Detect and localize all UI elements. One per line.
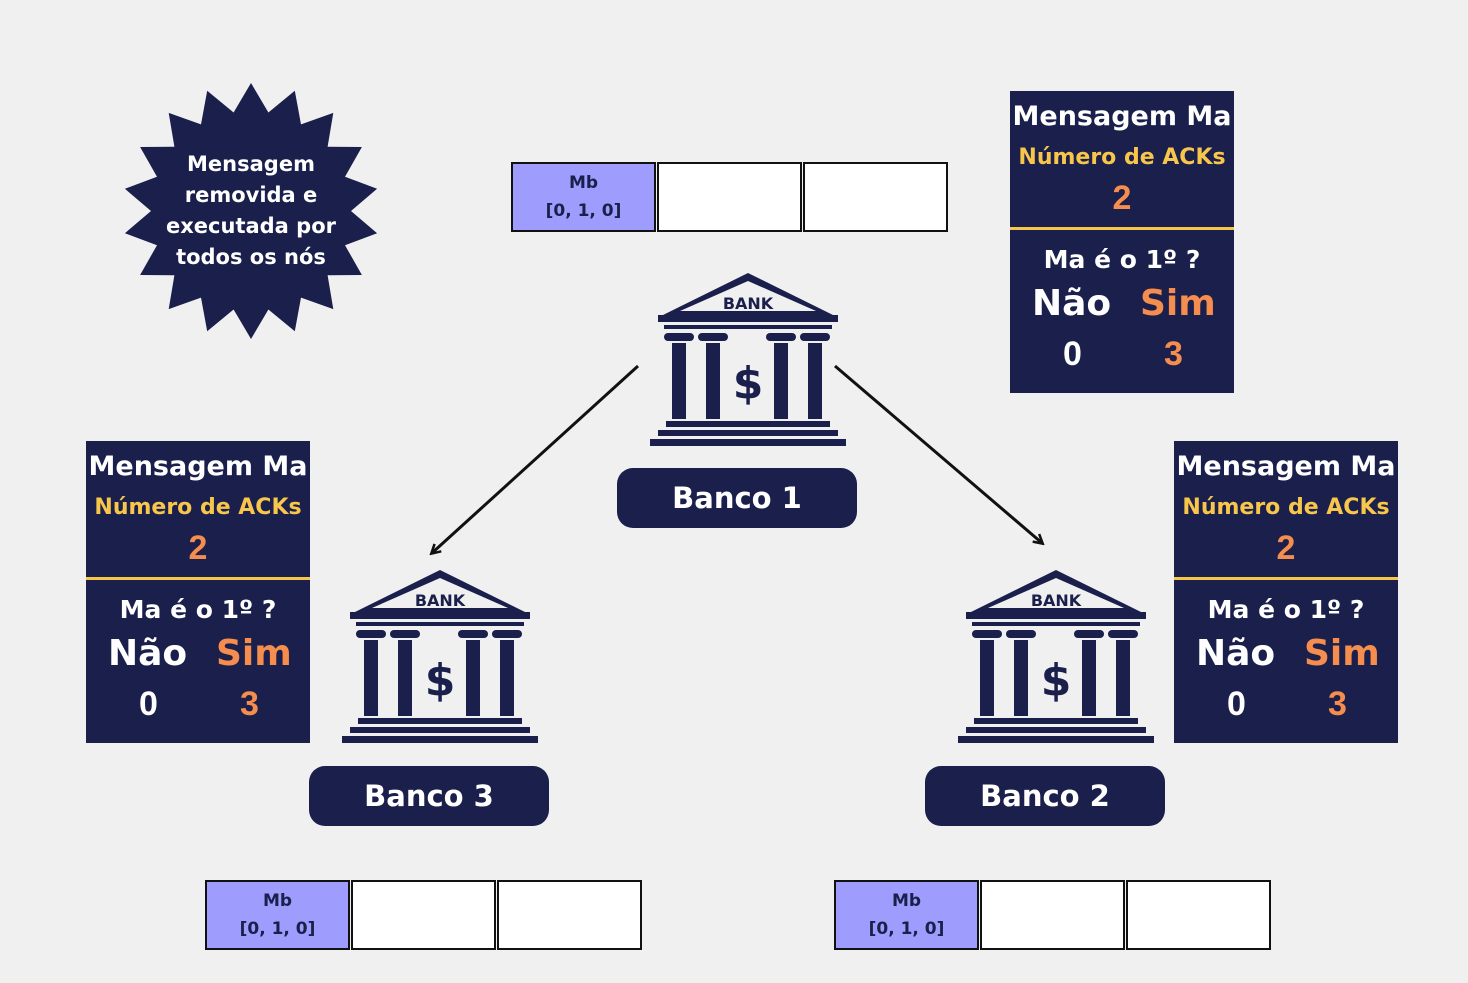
panel-question: Ma é o 1º ?: [1043, 245, 1201, 274]
panel-no-value: 0: [139, 685, 158, 723]
queue-cell-empty: [351, 880, 496, 950]
bank-sign: BANK: [415, 591, 466, 610]
queue-cell-label: Mb: [262, 891, 293, 911]
queue-banco-3: Mb [0, 1, 0]: [205, 880, 643, 950]
panel-acks-label: Número de ACKs: [1182, 495, 1390, 520]
queue-cell-empty: [497, 880, 642, 950]
ack-panel-banco-1: Mensagem Ma Número de ACKs 2 Ma é o 1º ?…: [1010, 91, 1234, 393]
bank-building-3-icon: BANK: [340, 570, 540, 765]
panel-title: Mensagem Ma: [88, 451, 308, 482]
queue-cell-empty: [657, 162, 802, 232]
queue-cell-empty: [980, 880, 1125, 950]
starburst-shape: [124, 83, 378, 339]
queue-cell-mb: Mb [0, 1, 0]: [205, 880, 350, 950]
panel-divider: [1174, 577, 1398, 580]
queue-cell-label: Mb: [568, 173, 599, 193]
panel-acks-value: 2: [1112, 179, 1132, 217]
queue-cell-mb: Mb [0, 1, 0]: [834, 880, 979, 950]
arrow-banco1-to-banco3: [432, 364, 640, 553]
panel-acks-value: 2: [188, 529, 208, 567]
panel-no-value: 0: [1227, 685, 1246, 723]
panel-title: Mensagem Ma: [1176, 451, 1396, 482]
panel-yes-label: Sim: [1304, 633, 1380, 674]
panel-title: Mensagem Ma: [1012, 101, 1232, 132]
bank-sign: BANK: [1031, 591, 1082, 610]
node-label-banco-2: Banco 2: [925, 766, 1165, 826]
ack-panel-banco-2: Mensagem Ma Número de ACKs 2 Ma é o 1º ?…: [1174, 441, 1398, 743]
panel-question: Ma é o 1º ?: [119, 595, 277, 624]
node-label-banco-1: Banco 1: [617, 468, 857, 528]
panel-acks-label: Número de ACKs: [94, 495, 302, 520]
panel-yes-value: 3: [1328, 685, 1347, 723]
panel-no-label: Não: [1196, 633, 1276, 674]
bank-building-1-icon: BANK: [648, 273, 848, 468]
queue-cell-empty: [1126, 880, 1271, 950]
queue-cell-label: Mb: [891, 891, 922, 911]
panel-yes-label: Sim: [1140, 283, 1216, 324]
panel-divider: [86, 577, 310, 580]
panel-no-label: Não: [108, 633, 188, 674]
queue-cell-vector: [0, 1, 0]: [545, 201, 622, 221]
starburst-text: Mensagem removida e executada por todos …: [166, 152, 336, 269]
ack-panel-banco-3: Mensagem Ma Número de ACKs 2 Ma é o 1º ?…: [86, 441, 310, 743]
queue-cell-vector: [0, 1, 0]: [868, 919, 945, 939]
bank-building-2-icon: BANK: [956, 570, 1156, 765]
panel-divider: [1010, 227, 1234, 230]
executed-message-starburst: Mensagem removida e executada por todos …: [122, 82, 380, 340]
panel-acks-value: 2: [1276, 529, 1296, 567]
panel-no-value: 0: [1063, 335, 1082, 373]
arrow-banco1-to-banco2: [834, 364, 1042, 543]
panel-yes-value: 3: [1164, 335, 1183, 373]
bank-sign: BANK: [723, 294, 774, 313]
queue-cell-vector: [0, 1, 0]: [239, 919, 316, 939]
panel-no-label: Não: [1032, 283, 1112, 324]
panel-acks-label: Número de ACKs: [1018, 145, 1226, 170]
node-label-banco-3: Banco 3: [309, 766, 549, 826]
panel-yes-value: 3: [240, 685, 259, 723]
queue-cell-empty: [803, 162, 948, 232]
queue-cell-mb: Mb [0, 1, 0]: [511, 162, 656, 232]
queue-banco-1: Mb [0, 1, 0]: [511, 162, 949, 232]
queue-banco-2: Mb [0, 1, 0]: [834, 880, 1272, 950]
panel-yes-label: Sim: [216, 633, 292, 674]
panel-question: Ma é o 1º ?: [1207, 595, 1365, 624]
